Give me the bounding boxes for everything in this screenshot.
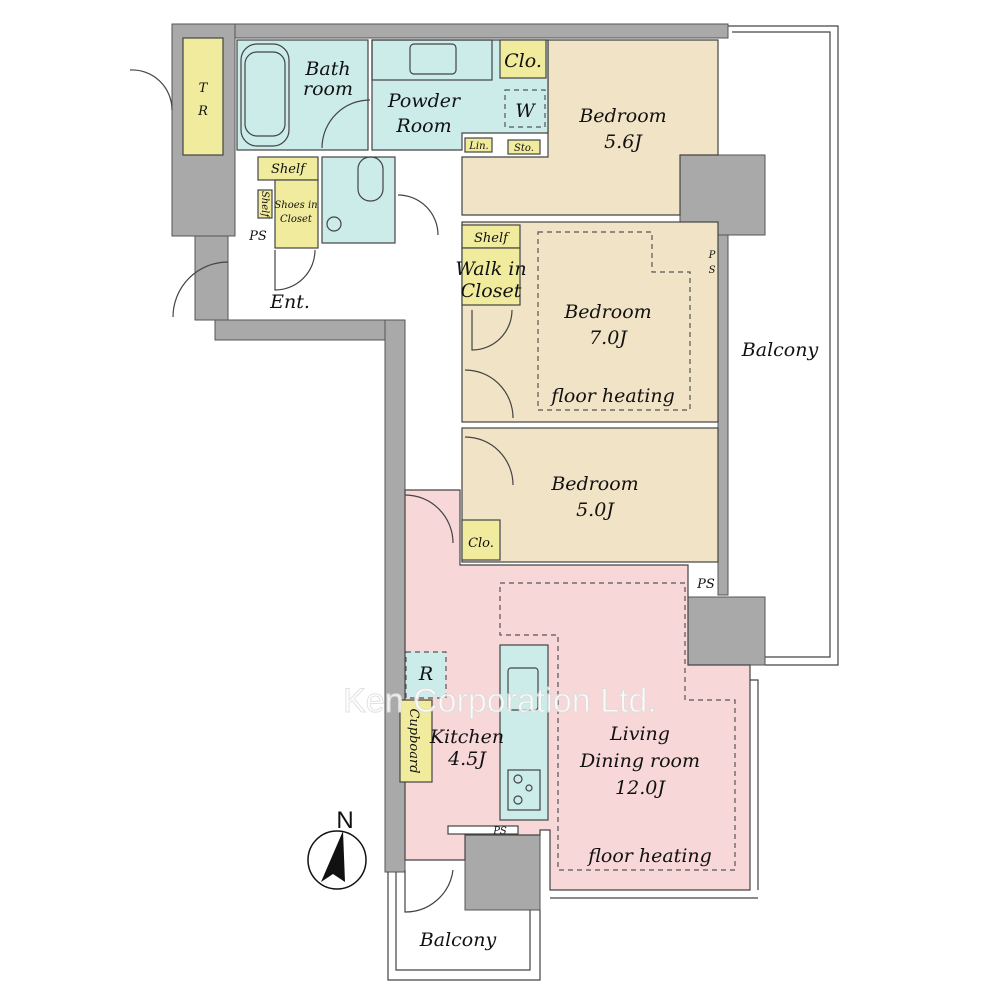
bedroom-3-name: Bedroom — [550, 473, 638, 495]
washer-label: W — [515, 100, 536, 122]
shelf-label: Shelf — [271, 162, 307, 177]
tr-label-2: R — [197, 104, 208, 119]
bath-label-2: room — [303, 78, 353, 100]
cupboard-label: Cupboard — [406, 708, 421, 773]
north-arrow-icon: N — [307, 807, 367, 890]
bedroom-3: Bedroom 5.0J Clo. — [461, 427, 719, 563]
small-shelf-label: Shelf — [259, 191, 270, 219]
wic-label-1: Walk in — [455, 258, 526, 280]
kitchen-sink-icon — [507, 667, 539, 711]
bedroom-2: Shelf Walk in Closet Bedroom 7.0J floor … — [455, 221, 719, 423]
kitchen-counter — [499, 644, 549, 821]
balcony-bottom-label: Balcony — [419, 929, 497, 951]
toilet-icon — [357, 156, 384, 202]
living-name-2: Dining room — [579, 750, 700, 772]
shoes-closet-label-1: Shoes in — [274, 200, 317, 211]
kitchen-name: Kitchen — [429, 726, 504, 748]
ps-right-label-1: P — [708, 250, 716, 261]
bedroom-2-size: 7.0J — [589, 327, 628, 349]
closet-top-label: Clo. — [504, 50, 542, 72]
bedroom-1: Bedroom 5.6J — [461, 39, 719, 216]
bath-label-1: Bath — [304, 58, 350, 80]
living-name-1: Living — [609, 723, 670, 745]
linen-label: Lin. — [468, 141, 488, 152]
bedroom-2-name: Bedroom — [563, 301, 651, 323]
entrance-label: Ent. — [269, 291, 310, 313]
living-dining-kitchen: PS R Cupboard Kitchen 4.5J Living Dining… — [399, 489, 759, 899]
toilet-room — [321, 156, 439, 244]
living-floor-heating: floor heating — [586, 845, 712, 867]
bathtub-icon — [240, 43, 290, 147]
ps-right-label-2: S — [709, 265, 716, 276]
bedroom-1-size: 5.6J — [604, 131, 643, 153]
entrance: Ent. — [129, 69, 316, 318]
bedroom-1-name: Bedroom — [578, 105, 666, 127]
stove-icon — [507, 769, 541, 811]
powder-label-1: Powder — [387, 90, 462, 112]
balcony-right: Balcony — [728, 25, 839, 666]
ps-entry-label: PS — [248, 229, 267, 244]
storage-label: Sto. — [514, 143, 534, 154]
wic-shelf-label: Shelf — [474, 231, 510, 246]
bedroom-2-floor-heating: floor heating — [549, 385, 675, 407]
fridge-label: R — [418, 663, 433, 685]
powder-label-2: Room — [395, 115, 451, 137]
tr-label-1: T — [199, 81, 209, 96]
shoes-closet: Shelf Shoes in Closet Shelf PS — [248, 156, 319, 249]
bedroom-3-size: 5.0J — [576, 499, 615, 521]
sink-icon — [409, 43, 457, 75]
north-label: N — [336, 807, 353, 834]
closet-bed3-label: Clo. — [468, 536, 494, 551]
ps-mid-label: PS — [696, 577, 715, 592]
bathroom: Bath room — [236, 39, 371, 151]
watermark: Ken Corporation Ltd. — [343, 682, 657, 720]
kitchen-size: 4.5J — [447, 748, 487, 770]
ps-kitchen-label: PS — [492, 826, 507, 837]
shoes-closet-label-2: Closet — [280, 214, 313, 225]
wic-label-2: Closet — [461, 280, 522, 302]
balcony-bottom: Balcony — [387, 869, 541, 981]
living-size: 12.0J — [615, 777, 666, 799]
powder-room: Powder Room Clo. W Lin. Sto. — [371, 39, 549, 155]
balcony-right-label: Balcony — [741, 339, 819, 361]
trunk-room: T R — [182, 37, 224, 156]
